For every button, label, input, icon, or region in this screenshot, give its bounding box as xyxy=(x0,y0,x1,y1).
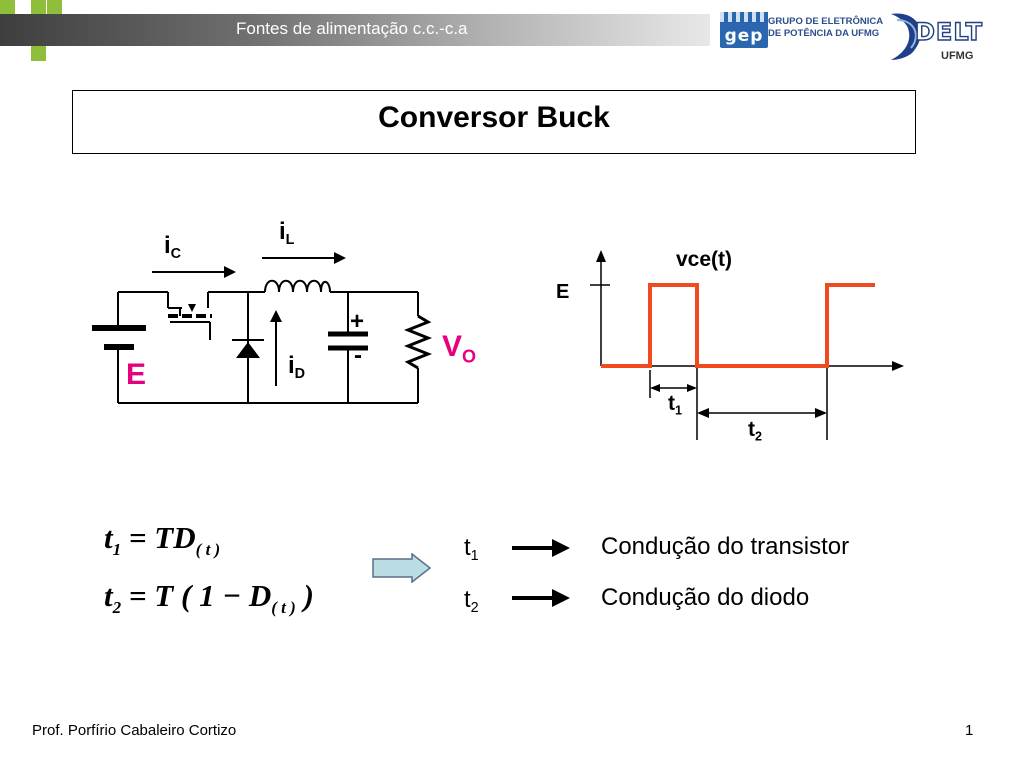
il-label: iL xyxy=(279,218,295,249)
capacitor-plus-sign: + xyxy=(350,308,365,335)
gep-logo-text: gep xyxy=(724,26,764,46)
arrow-right-icon xyxy=(512,589,570,607)
equation-t1: t1 = TD( t ) xyxy=(104,520,221,559)
arrow-right-icon xyxy=(512,539,570,557)
vo-label: VO xyxy=(442,330,477,367)
slide-title: Conversor Buck xyxy=(378,101,610,134)
explanation-text-transistor: Condução do transistor xyxy=(601,533,850,560)
gep-logo-caption: GRUPO DE ELETRÔNICA DE POTÊNCIA DA UFMG xyxy=(768,16,884,39)
waveform-title: vce(t) xyxy=(676,248,733,271)
header-bar xyxy=(0,14,710,46)
waveform-e-label: E xyxy=(556,281,570,303)
equation-t2: t2 = T ( 1 − D( t ) ) xyxy=(104,578,314,617)
waveform-t2-label: t2 xyxy=(748,418,763,444)
gep-logo: gep xyxy=(720,12,768,48)
delt-logo: DELT UFMG xyxy=(885,8,995,68)
page-number: 1 xyxy=(965,722,974,739)
delt-logo-text: DELT xyxy=(914,17,984,46)
implication-arrow-icon xyxy=(372,553,432,583)
footer-author: Prof. Porfírio Cabaleiro Cortizo xyxy=(32,722,237,739)
ic-label: iC xyxy=(164,232,182,263)
ufmg-logo-text: UFMG xyxy=(941,50,974,62)
capacitor-minus-sign: - xyxy=(354,342,362,369)
header-title: Fontes de alimentação c.c.-c.a xyxy=(236,19,468,38)
explanation-term-t2: t2 xyxy=(464,586,479,617)
waveform-t1-label: t1 xyxy=(668,392,683,418)
title-box: Conversor Buck xyxy=(72,90,916,154)
vce-trace xyxy=(601,283,875,368)
explanation-term-t1: t1 xyxy=(464,534,479,565)
explanation-text-diode: Condução do diodo xyxy=(601,584,810,611)
e-source-label: E xyxy=(126,358,147,391)
id-label: iD xyxy=(288,352,306,383)
